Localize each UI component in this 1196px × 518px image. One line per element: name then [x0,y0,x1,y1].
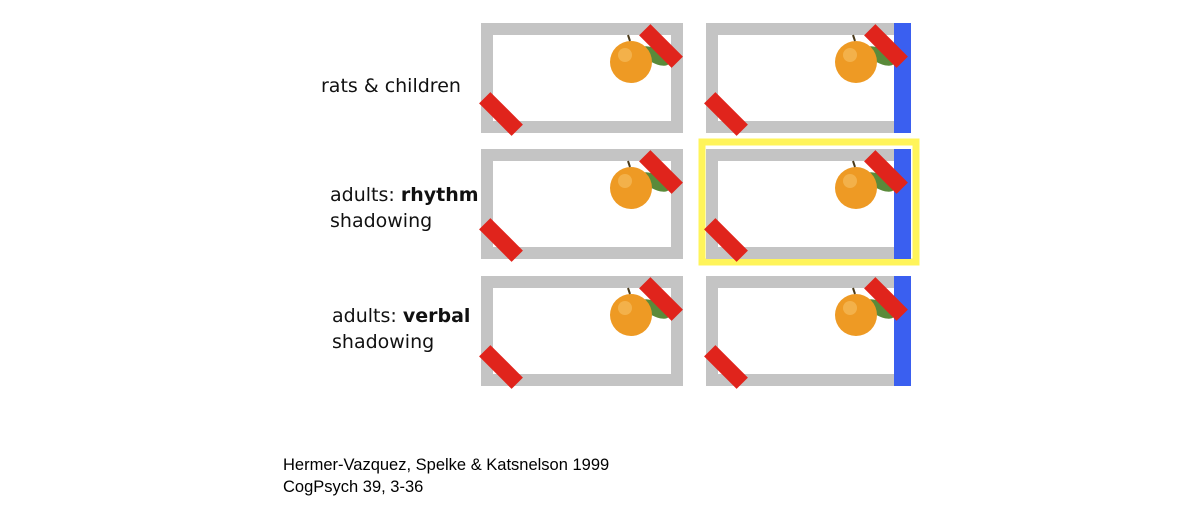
room-diagram [479,149,683,262]
row-label-bold: verbal [402,305,471,327]
blue-wall [894,149,911,259]
row-label-text: rats & children [321,75,461,97]
orange-fruit-icon [835,34,895,83]
room-walls [481,149,683,259]
row-label-rats-children: rats & children [321,73,461,99]
orange-fruit-icon [835,287,895,336]
highlight-frame [698,138,920,266]
orange-fruit-icon [610,34,670,83]
red-panel-bottom-left [479,345,523,389]
red-panel-top-right [864,150,908,194]
room-row2-right [698,138,925,273]
red-panel-bottom-left [479,92,523,136]
orange-fruit-icon [610,287,670,336]
red-panel-top-right [864,24,908,68]
citation: Hermer-Vazquez, Spelke & Katsnelson 1999… [283,454,609,498]
red-panel-bottom-left [704,92,748,136]
row-label-bold: rhythm [400,184,479,206]
red-panel-top-right [639,24,683,68]
room-row3-left [479,275,700,400]
row-label-rhythm-shadowing: adults: rhythm shadowing [330,182,479,234]
room-row1-left [479,22,700,147]
red-panel-bottom-left [704,345,748,389]
row-label-suffix: shadowing [332,331,435,353]
room-walls [481,276,683,386]
red-panel-top-right [864,277,908,321]
room-row3-right [704,275,925,400]
room-walls [481,23,683,133]
room-diagram [479,276,683,389]
red-panel-top-right [639,277,683,321]
orange-fruit-icon [610,160,670,209]
row-label-suffix: shadowing [330,210,433,232]
room-diagram [704,23,911,136]
room-row1-right [704,22,925,147]
blue-wall [894,276,911,386]
row-label-prefix: adults: [332,305,403,327]
red-panel-top-right [639,150,683,194]
row-label-prefix: adults: [330,184,401,206]
room-diagram [479,23,683,136]
room-diagram [698,138,920,266]
citation-journal: CogPsych 39, 3-36 [283,478,424,496]
room-diagram [704,276,911,389]
red-panel-bottom-left [479,218,523,262]
row-label-verbal-shadowing: adults: verbal shadowing [332,303,470,355]
orange-fruit-icon [835,160,895,209]
citation-authors: Hermer-Vazquez, Spelke & Katsnelson 1999 [283,456,610,474]
red-panel-bottom-left [704,218,748,262]
room-row2-left [479,148,700,273]
blue-wall [894,23,911,133]
